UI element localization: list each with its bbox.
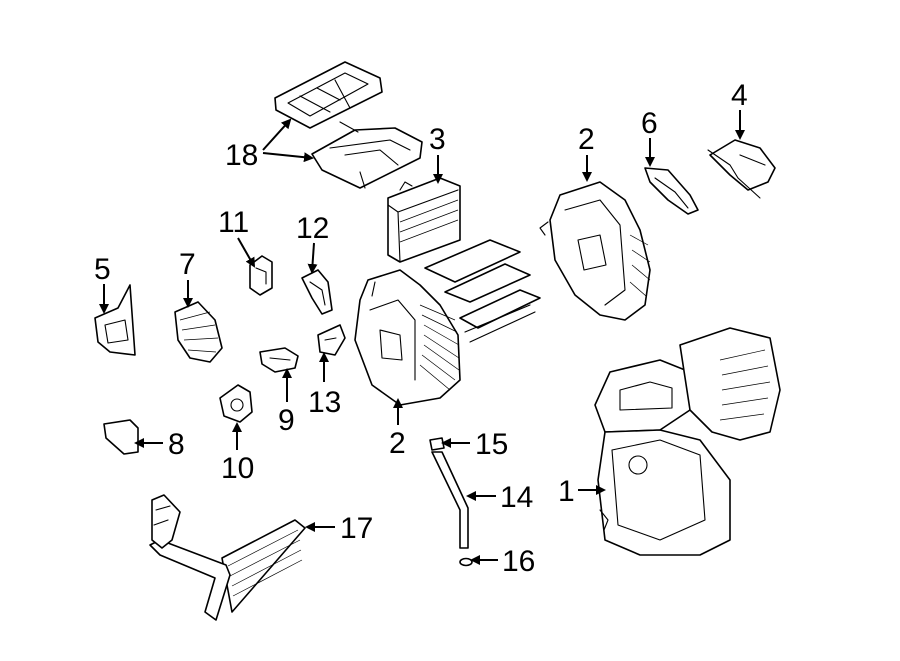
callout-10: 10: [221, 452, 254, 485]
clamp: [429, 437, 445, 451]
callout-13: 13: [308, 386, 341, 419]
callout-6: 6: [641, 107, 658, 140]
case-half-left: [354, 269, 461, 406]
callout-7: 7: [179, 248, 196, 281]
callout-8: 8: [168, 428, 185, 461]
evaporator-core: [387, 177, 461, 263]
door-lever: [301, 269, 333, 315]
actuator-link: [644, 167, 699, 215]
small-bracket: [317, 324, 346, 356]
leader-12: [307, 242, 318, 274]
callout-12: 12: [296, 212, 329, 245]
callout-14: 14: [500, 481, 533, 514]
actuator-10: [219, 384, 253, 423]
mode-actuator: [707, 139, 776, 199]
drain-hose: [431, 451, 469, 549]
heater-core: [149, 494, 306, 621]
callout-9: 9: [278, 404, 295, 437]
callout-3: 3: [429, 123, 446, 156]
callout-16: 16: [502, 545, 535, 578]
callout-2-top: 2: [578, 123, 595, 156]
bracket: [94, 284, 136, 356]
filter-frame: [274, 61, 383, 129]
lever: [259, 347, 299, 373]
callout-labels: 18 3 2 6 4 11 12 5 7 13 9 2 8 10 15 14 1…: [94, 79, 748, 578]
duct: [174, 301, 223, 363]
seal-pad: [103, 419, 139, 455]
filter-housing: [311, 121, 423, 189]
seal-gaskets: [424, 239, 541, 343]
leader-18b: [262, 152, 314, 163]
actuator-arm-11: [249, 255, 273, 296]
callout-17: 17: [340, 512, 373, 545]
callout-15: 15: [475, 428, 508, 461]
leader-lines: [99, 110, 745, 565]
case-half-right: [539, 181, 651, 321]
callout-4: 4: [731, 79, 748, 112]
callout-11: 11: [218, 206, 249, 239]
blower-assembly: [594, 327, 781, 556]
leader-11: [237, 237, 255, 268]
leader-18a: [262, 118, 292, 151]
o-ring: [459, 557, 473, 567]
callout-18: 18: [225, 139, 258, 172]
callout-5: 5: [94, 253, 111, 286]
callout-1: 1: [558, 475, 575, 508]
callout-2-bottom: 2: [389, 427, 406, 460]
